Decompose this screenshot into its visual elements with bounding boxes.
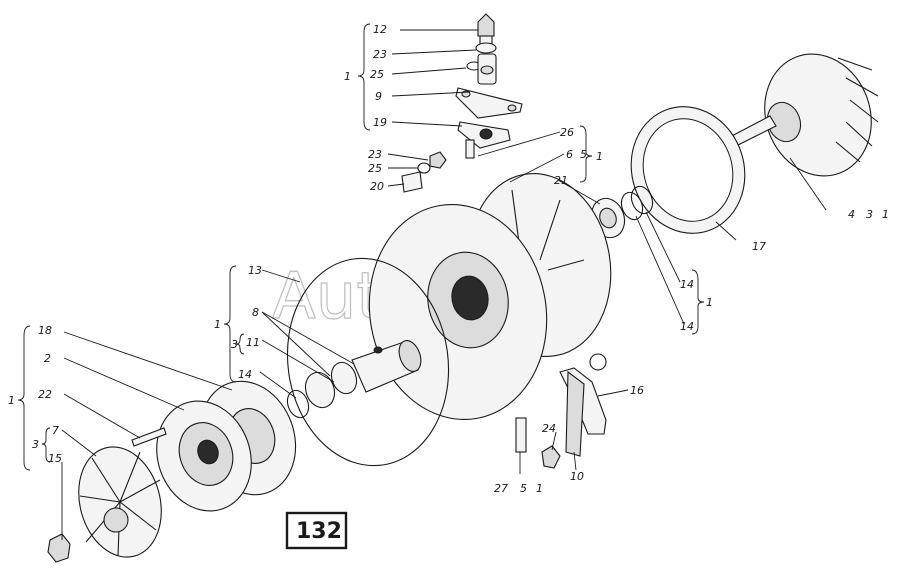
callout-18: 18: [38, 324, 52, 337]
oil-hole: [373, 346, 383, 354]
turbine-wheel-disc: [764, 53, 872, 177]
callout-1: 1: [344, 70, 351, 83]
callout-19: 19: [373, 116, 387, 129]
leader-lines: [61, 29, 827, 540]
callout-14-a: 14: [680, 278, 694, 291]
callout-1-e: 1: [214, 318, 221, 331]
callout-2: 2: [44, 352, 51, 365]
callout-23: 23: [373, 48, 387, 61]
grouping-braces: [17, 23, 705, 471]
nut-part-15: [47, 533, 71, 563]
compressor-wheel-assembly: [47, 446, 162, 563]
callout-1-g: 1: [536, 482, 543, 495]
callout-15: 15: [48, 452, 62, 465]
heat-shield-assembly: [630, 106, 746, 234]
bearing-sleeve-assembly: [286, 340, 422, 419]
callout-16: 16: [630, 384, 644, 397]
pipe-fitting-assembly: [455, 13, 523, 159]
brace-group-5-top: [579, 125, 593, 183]
screw-part-22: [131, 427, 167, 447]
callout-4: 4: [848, 208, 855, 221]
nut-part-23: [429, 151, 447, 169]
lock-washer-part-10: [565, 370, 585, 457]
callout-3-b: 3: [231, 338, 238, 351]
callout-25-b: 25: [368, 162, 382, 175]
callout-1-f: 1: [8, 394, 15, 407]
callout-5: 5: [580, 148, 587, 161]
brace-group-1-mid: [223, 265, 237, 383]
callout-1-c: 1: [882, 208, 889, 221]
heat-shield-opening: [642, 118, 734, 222]
callout-labels: 12 23 1 25 9 19 23 25 20 26 6 5 1 21 17 …: [8, 23, 889, 495]
callout-6: 6: [566, 148, 573, 161]
callout-21: 21: [554, 174, 568, 187]
callout-14-b: 14: [680, 320, 694, 333]
sleeve-end: [398, 340, 422, 372]
callout-11: 11: [246, 336, 260, 349]
compressor-wheel-hub: [103, 507, 129, 533]
callout-27: 27: [494, 482, 508, 495]
callout-1-d: 1: [706, 296, 713, 309]
turbine-blades: [835, 57, 879, 163]
callout-24: 24: [542, 422, 556, 435]
figure-number: 132: [296, 519, 342, 544]
fastener-group-20: [401, 151, 447, 193]
flange-plate-part-9: [455, 87, 523, 119]
callout-14-c: 14: [238, 368, 252, 381]
callout-12: 12: [373, 23, 387, 36]
brace-group-1-left: [17, 325, 31, 471]
callout-20: 20: [370, 180, 384, 193]
gasket-hole: [479, 128, 493, 140]
bushing-bore: [599, 207, 617, 229]
plug-part-27: [515, 417, 527, 453]
callout-26: 26: [560, 126, 574, 139]
callout-3: 3: [866, 208, 873, 221]
figure-number-badge: 132: [285, 511, 348, 550]
callout-7: 7: [52, 424, 59, 437]
callout-1-b: 1: [596, 150, 603, 163]
brace-group-14: [691, 269, 705, 335]
callout-10: 10: [570, 470, 584, 483]
lock-plate-ring: [589, 353, 607, 371]
callout-8: 8: [252, 306, 259, 319]
fitting-bore: [480, 65, 494, 75]
tab-washer-part-20: [401, 171, 423, 193]
callout-23-b: 23: [368, 148, 382, 161]
callout-25: 25: [370, 68, 384, 81]
seal-ring-part-14-c: [286, 389, 310, 419]
stud-part-26: [465, 139, 475, 159]
callout-17: 17: [752, 240, 766, 253]
callout-13: 13: [248, 264, 262, 277]
brace-group-3-left: [41, 427, 51, 463]
flange-hole-right: [507, 104, 517, 112]
plate-bore: [197, 439, 219, 465]
seal-ring-part-14-b: [620, 191, 644, 221]
figure-number-box: [285, 511, 348, 550]
callout-9: 9: [375, 90, 382, 103]
lock-plate-group: [515, 353, 607, 469]
brace-group-1-top: [357, 23, 371, 131]
callout-22: 22: [38, 388, 52, 401]
nut-part-24: [541, 445, 561, 469]
washer-part-23-top: [475, 42, 497, 54]
callout-5-b: 5: [520, 482, 527, 495]
housing-inner-bore: [451, 275, 489, 321]
bearing-part-8: [304, 371, 336, 409]
cap-nut-part-12: [477, 13, 495, 37]
callout-3-c: 3: [32, 438, 39, 451]
o-ring-part-13: [286, 257, 450, 467]
compressor-side-assembly: [131, 380, 297, 512]
bearing-ring-part-11: [330, 361, 358, 395]
brace-group-3-mid: [235, 333, 245, 355]
